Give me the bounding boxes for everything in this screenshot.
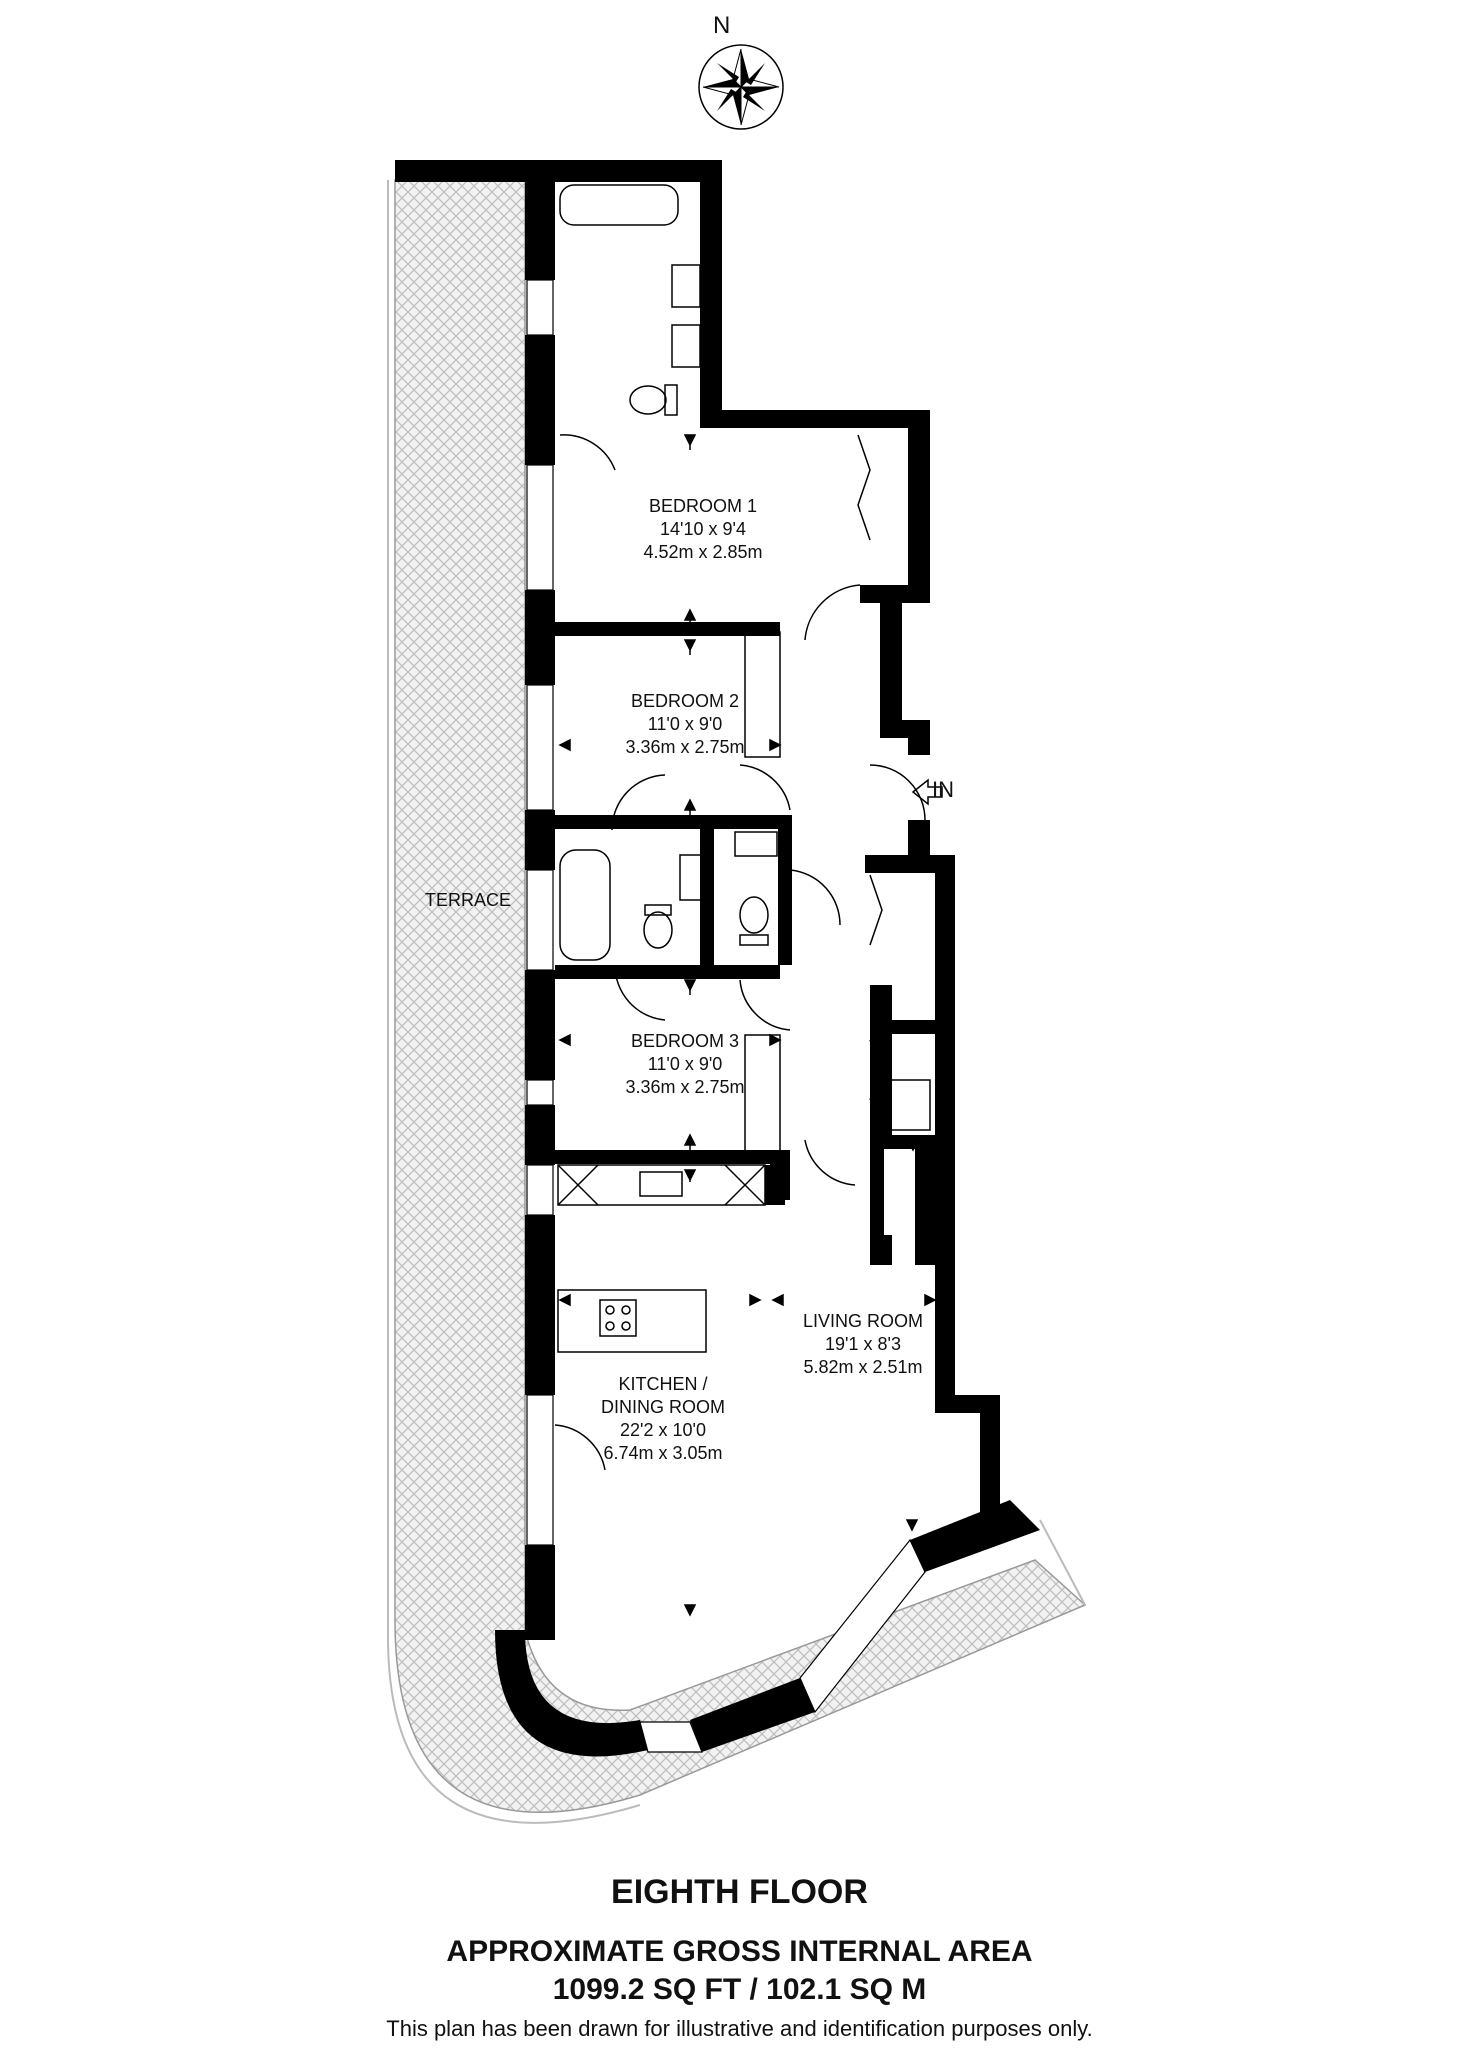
windows-south [639,1538,926,1753]
room-label-bedroom-1: BEDROOM 1 14'10 x 9'4 4.52m x 2.85m [643,495,762,564]
room-dimensions-imperial: 11'0 x 9'0 [647,714,723,734]
room-dimensions-metric: 3.36m x 2.75m [625,737,745,757]
terrace-label: TERRACE [425,890,512,910]
entrance-arrow-icon [911,778,943,806]
room-name: LIVING ROOM [802,1311,924,1331]
room-name: BEDROOM 3 [630,1031,740,1051]
room-label-living-room: LIVING ROOM 19'1 x 8'3 5.82m x 2.51m [803,1310,923,1379]
bathroom-fixtures [557,184,931,1353]
north-label: N [713,12,731,39]
terrace-outer-curve [387,1639,641,1824]
room-dimensions-metric: 4.52m x 2.85m [643,542,763,562]
room-dimensions-metric: 5.82m x 2.51m [803,1357,923,1377]
floor-title: EIGHTH FLOOR [611,1873,868,1911]
north-compass-icon [698,44,784,130]
entrance-label: IN [932,777,954,802]
room-name: BEDROOM 2 [630,691,740,711]
room-dimensions-metric: 3.36m x 2.75m [625,1077,745,1097]
room-dimensions-imperial: 11'0 x 9'0 [647,1054,723,1074]
windows-west [526,279,554,1546]
dimension-markers [558,434,937,1617]
walls [395,160,1040,1757]
room-name: BEDROOM 1 [648,496,758,516]
disclaimer: This plan has been drawn for illustrativ… [386,2016,1093,2041]
room-dimensions-imperial: 14'10 x 9'4 [660,519,746,539]
room-dimensions-imperial: 19'1 x 8'3 [825,1334,901,1354]
room-name-line-2: DINING ROOM [601,1397,725,1417]
room-label-kitchen: KITCHEN / DINING ROOM 22'2 x 10'0 6.74m … [601,1373,725,1465]
area-heading: APPROXIMATE GROSS INTERNAL AREA [446,1935,1033,1968]
room-dimensions-metric: 6.74m x 3.05m [603,1443,723,1463]
room-name: KITCHEN / [618,1374,708,1394]
room-label-bedroom-3: BEDROOM 3 11'0 x 9'0 3.36m x 2.75m [625,1030,744,1099]
room-label-bedroom-2: BEDROOM 2 11'0 x 9'0 3.36m x 2.75m [625,690,744,759]
doors [554,434,926,1471]
terrace-edge-right [1039,1519,1086,1606]
area-value: 1099.2 SQ FT / 102.1 SQ M [552,1973,927,2006]
room-dimensions-imperial: 22'2 x 10'0 [620,1420,706,1440]
terrace-area [394,179,1087,1814]
